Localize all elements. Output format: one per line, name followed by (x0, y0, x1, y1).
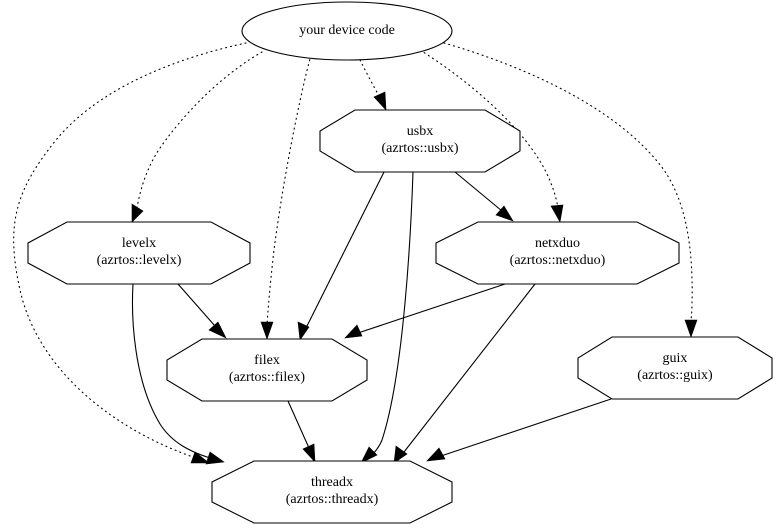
node-filex[interactable] (166, 338, 368, 402)
edge-usbx-to-threadx (360, 171, 414, 464)
edge-netxduo-to-filex (344, 283, 506, 339)
edge-usbx-to-filex (297, 171, 385, 341)
node-usbx[interactable] (319, 109, 521, 173)
edge-usbx-to-netxduo (454, 171, 514, 222)
node-threadx[interactable] (211, 460, 453, 524)
edge-device-to-netxduo (419, 49, 564, 223)
edge-device-to-guix (443, 42, 698, 338)
edge-netxduo-to-threadx (393, 283, 536, 464)
node-your-device-code[interactable] (241, 1, 453, 61)
edge-device-to-levelx (131, 51, 263, 223)
edge-levelx-to-filex (177, 283, 227, 339)
node-guix[interactable] (577, 336, 773, 400)
edge-device-to-usbx (359, 59, 387, 111)
node-netxduo[interactable] (435, 221, 680, 285)
node-levelx[interactable] (27, 221, 251, 285)
edge-filex-to-threadx (287, 400, 316, 463)
edge-device-to-filex (260, 54, 312, 340)
edge-guix-to-threadx (426, 398, 612, 462)
edge-levelx-to-threadx (131, 283, 225, 465)
edge-device-to-threadx (13, 42, 247, 464)
